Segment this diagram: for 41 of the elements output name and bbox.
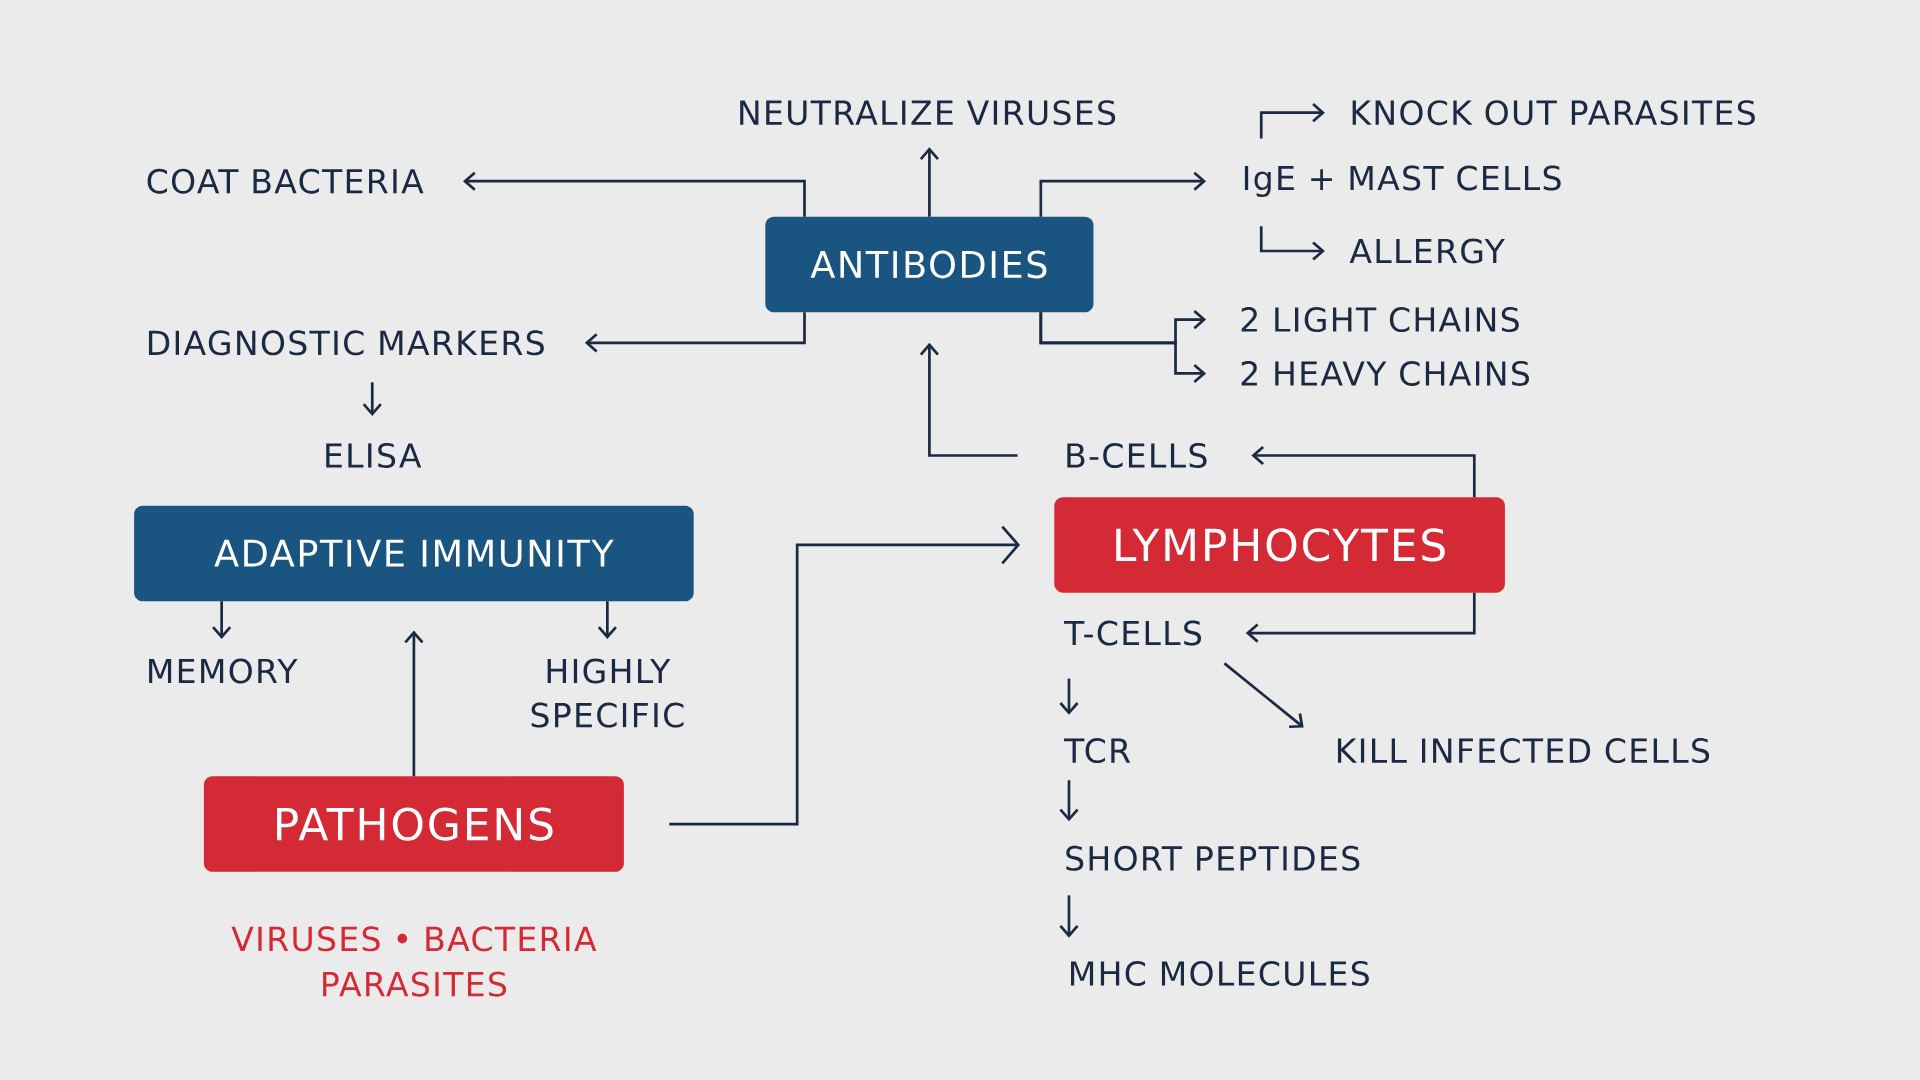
arrow xyxy=(584,312,806,353)
arrow xyxy=(1259,226,1325,261)
label-text: MEMORY xyxy=(149,658,298,684)
arrow xyxy=(1039,171,1207,217)
process-box: ADAPTIVE IMMUNITY xyxy=(134,505,694,602)
arrow xyxy=(597,601,617,639)
process-box: LYMPHOCYTES xyxy=(1054,497,1505,593)
label-text: KILL INFECTED CELLS xyxy=(1337,738,1710,764)
label-text: B-CELLS xyxy=(1067,443,1207,468)
label-text: ALLERGY xyxy=(1349,238,1505,264)
label-text: MHC MOLECULES xyxy=(1071,960,1369,986)
arrow xyxy=(404,630,424,777)
arrow xyxy=(919,147,939,217)
arrow xyxy=(1059,780,1079,822)
label-text: COAT BACTERIA xyxy=(147,168,424,194)
label-text: 2 LIGHT CHAINS xyxy=(1241,307,1519,333)
label-text: TCR xyxy=(1064,738,1131,764)
caption-text: VIRUSES • BACTERIA PARASITES xyxy=(231,926,597,997)
process-box: ANTIBODIES xyxy=(765,216,1094,313)
arrow xyxy=(1251,445,1476,498)
label-text: NEUTRALIZE VIRUSES xyxy=(740,100,1116,126)
label-text: 2 HEAVY CHAINS xyxy=(1241,360,1529,386)
label-text: HIGHLY SPECIFIC xyxy=(531,658,684,728)
arrow xyxy=(919,342,1018,457)
label-text: DIAGNOSTIC MARKERS xyxy=(148,330,544,356)
arrow xyxy=(462,171,806,217)
arrow xyxy=(1223,662,1304,729)
arrow xyxy=(212,601,232,639)
arrow xyxy=(1259,103,1325,139)
arrow xyxy=(669,525,1020,826)
process-box: PATHOGENS xyxy=(203,776,624,872)
label-text: ELISA xyxy=(326,443,422,468)
arrow xyxy=(1039,312,1207,384)
label-text: KNOCK OUT PARASITES xyxy=(1352,100,1755,126)
label-text: T-CELLS xyxy=(1064,620,1202,646)
arrow xyxy=(362,382,382,417)
label-text: IgE + MAST CELLS xyxy=(1244,165,1561,197)
arrow xyxy=(1245,592,1476,643)
arrow xyxy=(1059,678,1079,715)
arrow xyxy=(1059,895,1079,938)
label-text: SHORT PEPTIDES xyxy=(1066,845,1360,871)
